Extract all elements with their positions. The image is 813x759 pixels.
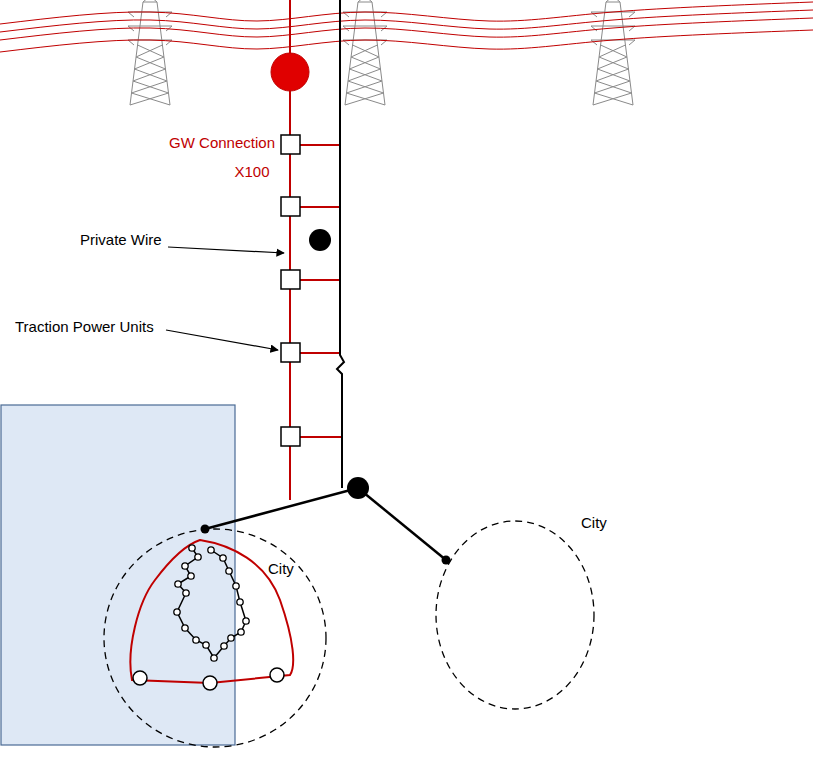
transmission-towers [128, 0, 635, 105]
callout-label: Private Wire [80, 231, 162, 249]
city-private-wire [130, 540, 293, 683]
rail-branch [205, 488, 358, 529]
metro-stops [174, 545, 249, 661]
substation [133, 668, 284, 690]
metro-line [177, 548, 246, 658]
side-panel [1, 405, 235, 745]
unit-feeders [300, 145, 342, 437]
callout-label: Traction Power Units [15, 318, 154, 336]
city-region: City [103, 528, 327, 748]
city-outline [435, 520, 595, 710]
leader-line [168, 247, 284, 253]
transmission-lines [0, 2, 813, 52]
rail-line [337, 0, 344, 488]
traction-power-unit [281, 135, 300, 446]
junction-dot [347, 477, 369, 499]
grid-connection-point [271, 53, 309, 91]
station-dot [309, 229, 331, 251]
connection-label: GW Connection [169, 134, 275, 152]
rail-branch [358, 488, 446, 560]
city-label: City [581, 514, 607, 532]
city-region: City [435, 520, 595, 710]
city-label: City [268, 560, 294, 578]
leader-line [166, 330, 278, 350]
quantity-label: X100 [234, 163, 269, 181]
